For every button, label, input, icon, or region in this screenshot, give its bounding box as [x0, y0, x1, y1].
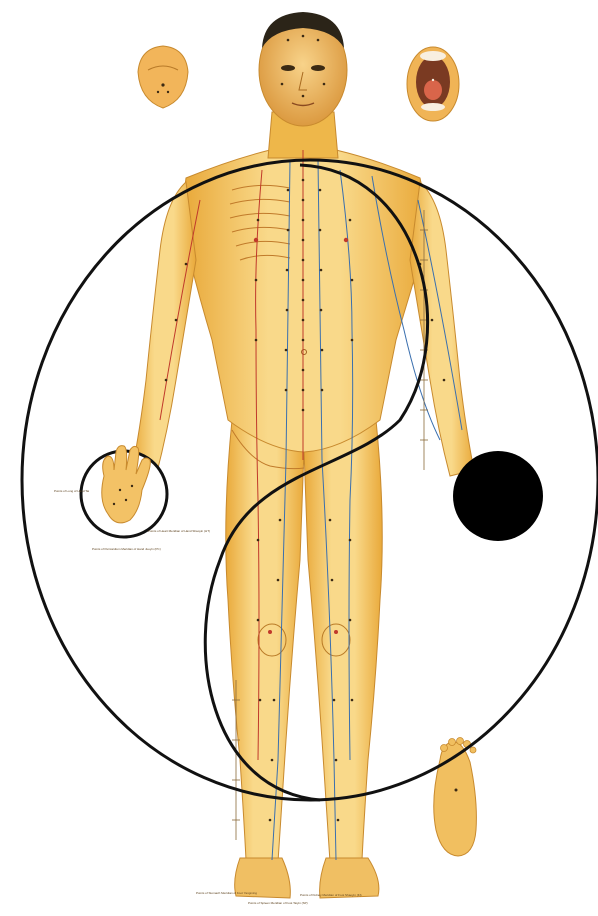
hand-caption-b: Points of Pericardium Meridian of Hand J… [92, 548, 161, 551]
foot-caption-c: Points of Kidney Meridian of Foot Shaoyi… [300, 894, 362, 897]
yin-dot [453, 451, 543, 541]
open-mouth-icon [407, 47, 459, 121]
human-figure [132, 12, 474, 898]
hand-caption-c: Points of Heart Meridian of Hand Shaoyin… [148, 530, 210, 533]
hand-caption-a: Points of Lung of Hand Tai [54, 490, 89, 493]
foot-caption-b: Points of Spleen Meridian of Foot Taiyin… [248, 902, 308, 905]
foot-caption-a: Points of Stomach Meridian of Foot Yangm… [196, 892, 257, 895]
tongue-icon [138, 46, 188, 108]
